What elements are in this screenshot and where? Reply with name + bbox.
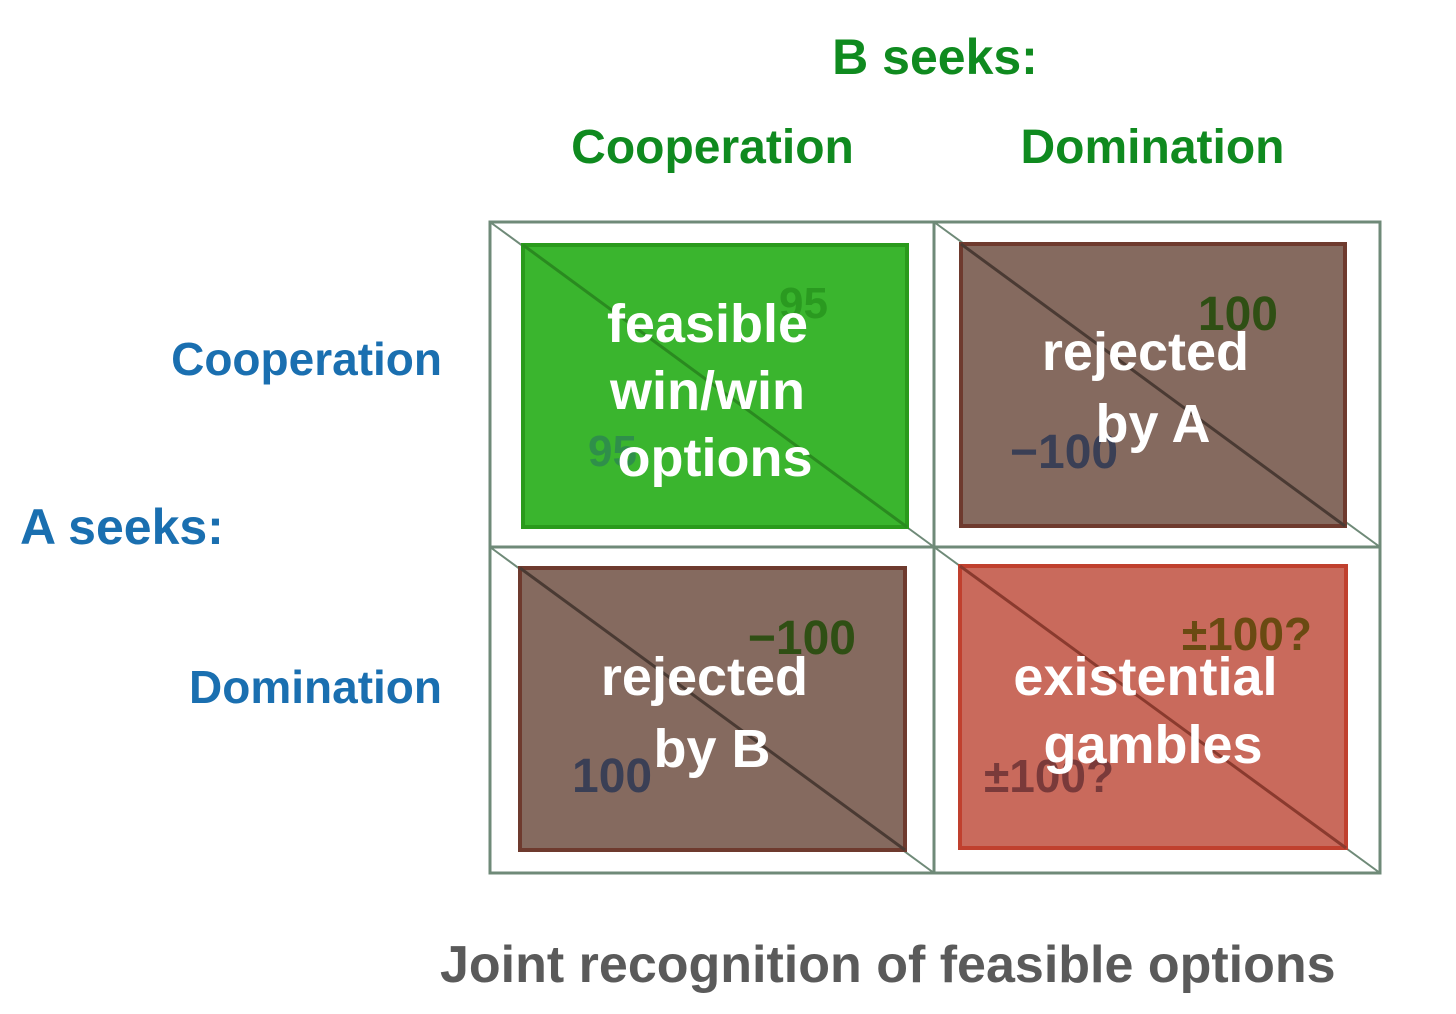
cell-diagonal (519, 566, 906, 852)
a-seeks-title: A seeks: (20, 499, 224, 555)
cell-domination-cooperation: −100 100 rejected by B (518, 566, 907, 852)
column-header-cooperation: Cooperation (571, 121, 854, 174)
payoff-a: 95 (588, 427, 637, 476)
payoff-b: 100 (1198, 288, 1278, 341)
payoff-a: −100 (1010, 426, 1118, 479)
diagram-caption: Joint recognition of feasible options (440, 936, 1336, 994)
cell-cooperation-domination: 100 −100 rejected by A (959, 242, 1347, 528)
payoff-a: 100 (572, 750, 652, 803)
cell-diagonal (522, 243, 908, 529)
column-header-domination: Domination (1020, 121, 1285, 174)
row-header-domination: Domination (189, 661, 442, 713)
cell-cooperation-cooperation: 95 95 feasible win/win options (521, 243, 909, 529)
cell-label: existential gambles (1013, 647, 1292, 775)
payoff-b: 95 (779, 279, 828, 328)
cell-diagonal (959, 564, 1347, 850)
cell-domination-domination: ±100? ±100? existential gambles (958, 564, 1348, 850)
cell-label: rejected by A (1042, 322, 1264, 454)
cell-label: feasible win/win options (607, 294, 823, 488)
payoff-b: ±100? (1182, 608, 1312, 660)
payoff-a: ±100? (984, 750, 1114, 802)
row-header-cooperation: Cooperation (171, 333, 442, 385)
cell-label: rejected by B (601, 647, 823, 779)
b-seeks-title: B seeks: (832, 29, 1038, 85)
payoff-b: −100 (748, 612, 856, 665)
cell-diagonal (960, 242, 1346, 528)
